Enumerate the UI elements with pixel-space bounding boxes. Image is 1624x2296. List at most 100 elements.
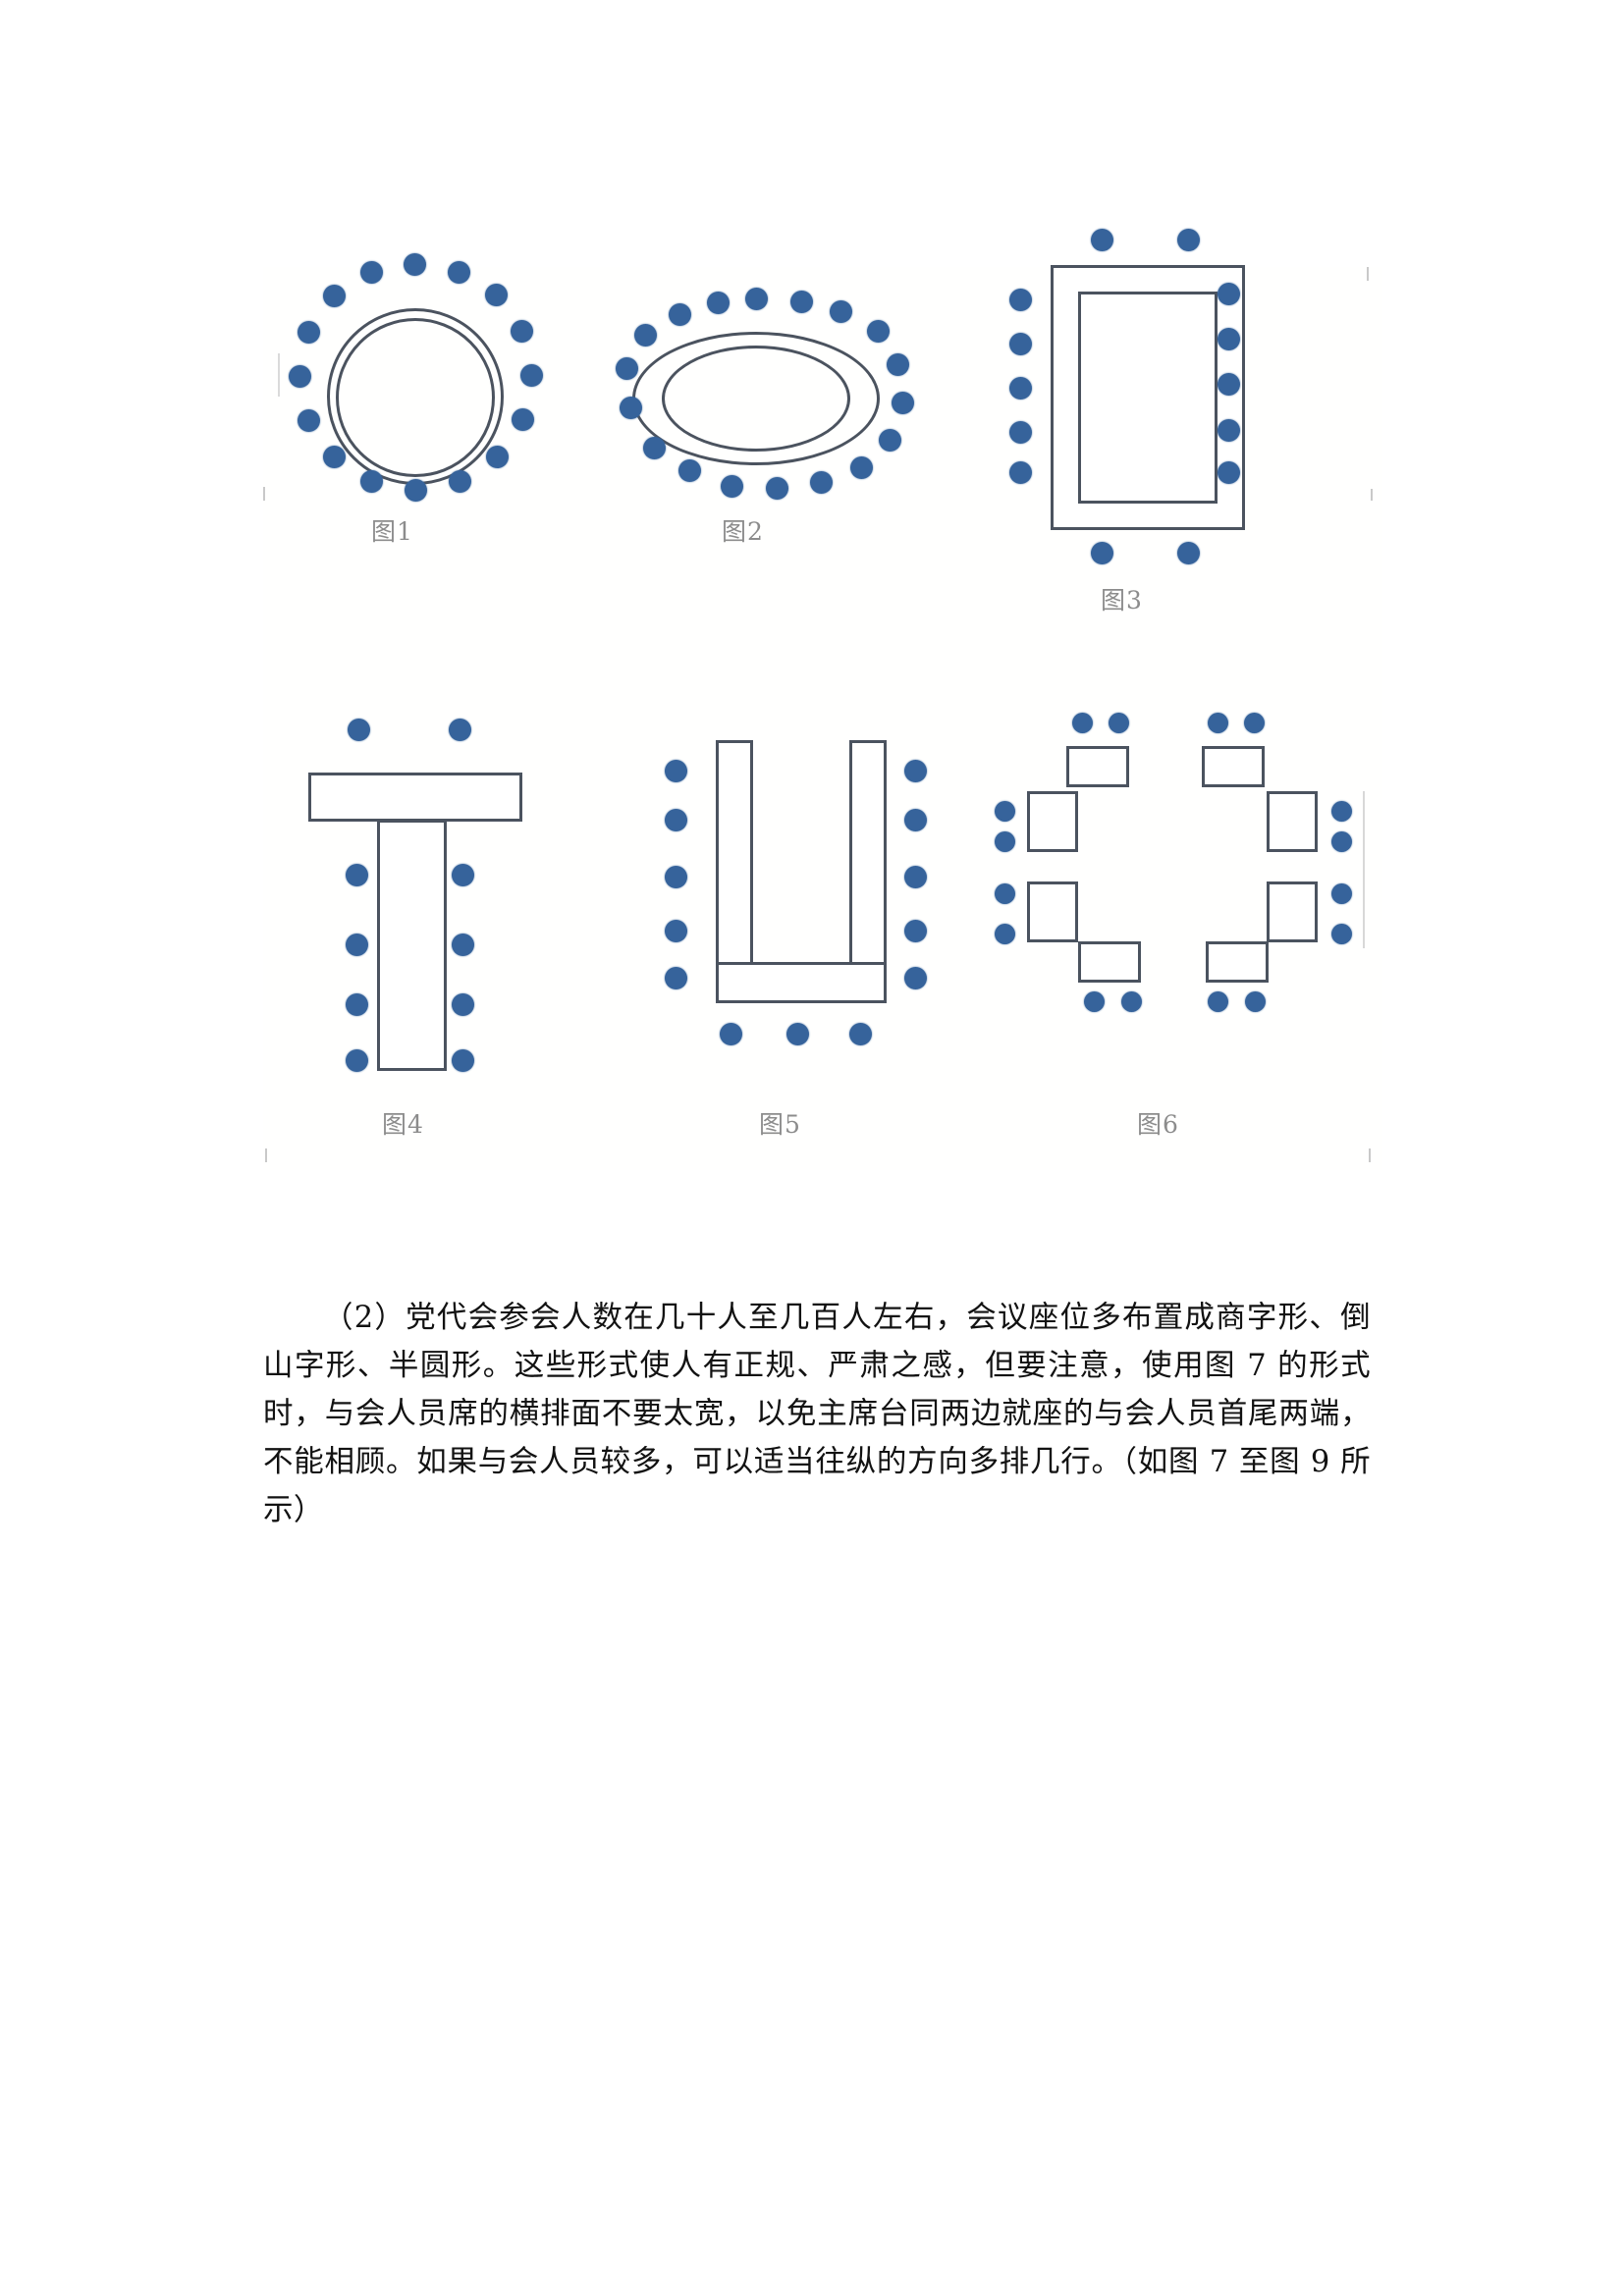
seat (1009, 461, 1032, 484)
oval-table-inner-edge (662, 346, 850, 452)
seat (850, 456, 873, 479)
seat (1331, 924, 1352, 944)
seat (1091, 542, 1113, 564)
seat (786, 1023, 809, 1045)
seat (452, 864, 474, 886)
seat (405, 479, 427, 502)
seat (448, 261, 470, 284)
seat (346, 864, 368, 886)
seat (720, 1023, 742, 1045)
seat (810, 471, 833, 494)
seat (1218, 461, 1240, 484)
seat (1245, 991, 1266, 1012)
seat (616, 357, 638, 380)
seat (879, 429, 901, 452)
seat (452, 1049, 474, 1072)
seat (669, 303, 691, 326)
seat (1218, 419, 1240, 442)
seat (1109, 713, 1129, 733)
seat (887, 353, 909, 376)
seat (830, 300, 852, 323)
seat (289, 365, 311, 388)
seat (1009, 421, 1032, 444)
seat (1331, 883, 1352, 904)
seat (995, 801, 1015, 822)
seat (1009, 377, 1032, 400)
seat (1331, 801, 1352, 822)
round-table-inner-edge (336, 318, 495, 477)
seat (766, 477, 788, 500)
seat (620, 397, 642, 419)
table-horizontal-top (1202, 746, 1265, 787)
seat (346, 993, 368, 1016)
figure-6-left-group (970, 689, 1157, 1062)
seat (1072, 713, 1093, 733)
seat (512, 408, 534, 431)
seat (346, 1049, 368, 1072)
seat (449, 719, 471, 741)
seat (1009, 333, 1032, 355)
seat (892, 392, 914, 414)
seat (867, 320, 890, 343)
scan-tick-artifact (1369, 1148, 1371, 1162)
seat (346, 934, 368, 956)
seat (665, 760, 687, 782)
seat (707, 292, 730, 314)
table-vertical-upper (1027, 791, 1078, 852)
seat (665, 866, 687, 888)
u-table-right-arm (849, 740, 887, 966)
figure-1-caption: 图1 (371, 517, 413, 546)
u-table-left-arm (716, 740, 753, 966)
table-vertical-lower (1267, 881, 1318, 942)
seat (904, 866, 927, 888)
seat (849, 1023, 872, 1045)
seat (452, 993, 474, 1016)
scan-tick-artifact (278, 353, 280, 397)
figure-2: 图2 (587, 267, 921, 620)
seat (1177, 229, 1200, 251)
seat (665, 967, 687, 989)
scan-tick-artifact (1367, 267, 1369, 281)
rect-table-inner-edge (1078, 292, 1218, 504)
u-table-base (716, 962, 887, 1003)
seat (348, 719, 370, 741)
seat (904, 967, 927, 989)
figure-5-caption: 图5 (759, 1110, 801, 1139)
seat (1218, 328, 1240, 350)
seat (1218, 373, 1240, 396)
seat (678, 459, 701, 482)
seat (360, 470, 383, 493)
seat (1091, 229, 1113, 251)
seat (790, 291, 813, 313)
figure-3: 图3 (960, 229, 1284, 650)
seat (1084, 991, 1105, 1012)
seat (298, 409, 320, 432)
seat (1244, 713, 1265, 733)
seat (1218, 283, 1240, 305)
seat (511, 320, 533, 343)
seat (520, 364, 543, 387)
figure-5: 图5 (641, 689, 965, 1139)
seat (904, 809, 927, 831)
seat (298, 321, 320, 344)
seat (904, 920, 927, 942)
seat (665, 920, 687, 942)
body-text-block: （2）党代会参会人数在几十人至几百人左右，会议座位多布置成商字形、倒山字形、半圆… (263, 1294, 1371, 1534)
seat (995, 883, 1015, 904)
seat (995, 924, 1015, 944)
seat (1177, 542, 1200, 564)
figure-3-caption: 图3 (1101, 586, 1143, 614)
figure-4-caption: 图4 (382, 1110, 424, 1139)
seat (360, 261, 383, 284)
t-table-stem (377, 820, 447, 1071)
seat (1121, 991, 1142, 1012)
scan-tick-artifact (265, 1148, 267, 1162)
seat (904, 760, 927, 782)
seat (323, 285, 346, 307)
seat (1009, 289, 1032, 311)
seat (1208, 991, 1228, 1012)
figure-2-caption: 图2 (722, 517, 764, 546)
table-vertical-upper (1267, 791, 1318, 852)
figure-4: 图4 (281, 689, 595, 1139)
